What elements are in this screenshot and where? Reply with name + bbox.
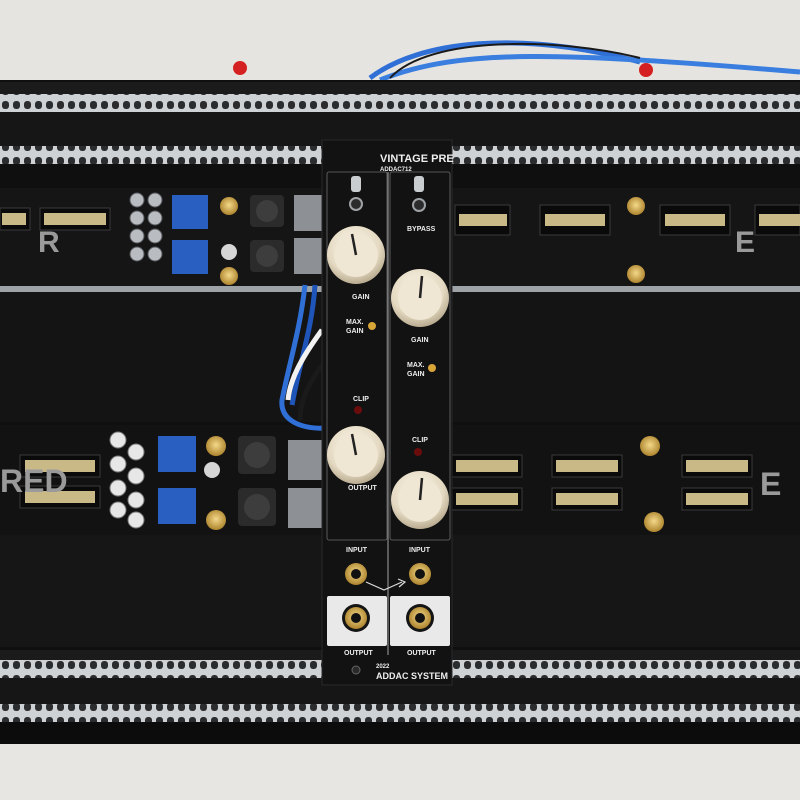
module-title: VINTAGE PRE [380, 153, 454, 165]
bypass-label-2: BYPASS [407, 226, 436, 233]
rail-top-1 [0, 94, 800, 112]
max-gain-label-2b: GAIN [407, 371, 425, 378]
rail-bottom-2 [0, 704, 800, 722]
channel-2: BYPASS GAIN MAX. GAIN CLIP [391, 176, 449, 529]
case-label-right-lower: E [760, 466, 781, 502]
ribbon-cables [279, 284, 331, 431]
clip-label-1: CLIP [353, 396, 369, 403]
jack-section: INPUT INPUT OU [327, 547, 450, 657]
bypass-toggle-2[interactable] [412, 176, 426, 212]
output-knob-2[interactable] [391, 471, 449, 529]
module-brand: ADDAC SYSTEM [376, 671, 448, 681]
clip-led-1 [354, 406, 362, 414]
output-label-2: OUTPUT [407, 650, 437, 657]
input-label-1: INPUT [346, 547, 368, 554]
bypass-toggle-1[interactable] [349, 176, 363, 211]
clip-label-2: CLIP [412, 437, 428, 444]
panel-screw [351, 665, 361, 675]
dip-switch-upper-2 [172, 240, 208, 274]
output-knob-label-1: OUTPUT [348, 485, 378, 492]
upper-busboard: R E [0, 188, 800, 292]
output-label-1: OUTPUT [344, 650, 374, 657]
case-label-right-upper: E [735, 226, 755, 259]
gain-label-2: GAIN [411, 337, 429, 344]
normal-arrow [365, 581, 403, 591]
module-model: ADDAC712 [380, 167, 412, 173]
output-jack-2[interactable] [406, 604, 434, 632]
max-gain-led-1 [368, 322, 376, 330]
gain-knob-1[interactable] [327, 226, 385, 284]
output-jack-1[interactable] [342, 604, 370, 632]
input-jack-1[interactable] [345, 563, 367, 585]
floor-background [0, 744, 800, 800]
vintage-pre-module: VINTAGE PRE ADDAC712 GAIN MAX. GAIN CLIP [321, 139, 454, 686]
module-year: 2022 [376, 664, 390, 670]
case-label-left-lower: RED [0, 463, 68, 499]
input-jack-2[interactable] [409, 563, 431, 585]
red-plug-right [639, 63, 653, 77]
case-label-left-upper: R [38, 226, 60, 259]
dip-switch-lower-1 [158, 436, 196, 472]
red-plug-left [233, 61, 247, 75]
max-gain-led-2 [428, 364, 436, 372]
gain-label-1: GAIN [352, 294, 370, 301]
max-gain-label-1a: MAX. [346, 319, 364, 326]
max-gain-label-2a: MAX. [407, 362, 425, 369]
max-gain-label-1b: GAIN [346, 328, 364, 335]
input-label-2: INPUT [409, 547, 431, 554]
power-cables [233, 40, 800, 83]
channel-1: GAIN MAX. GAIN CLIP OUTPUT [327, 176, 385, 492]
lower-busboard: RED E [0, 425, 800, 647]
gain-knob-2[interactable] [391, 269, 449, 327]
dip-switch-lower-2 [158, 488, 196, 524]
clip-led-2 [414, 448, 422, 456]
output-knob-1[interactable] [327, 426, 385, 484]
dip-switch-upper-1 [172, 195, 208, 229]
